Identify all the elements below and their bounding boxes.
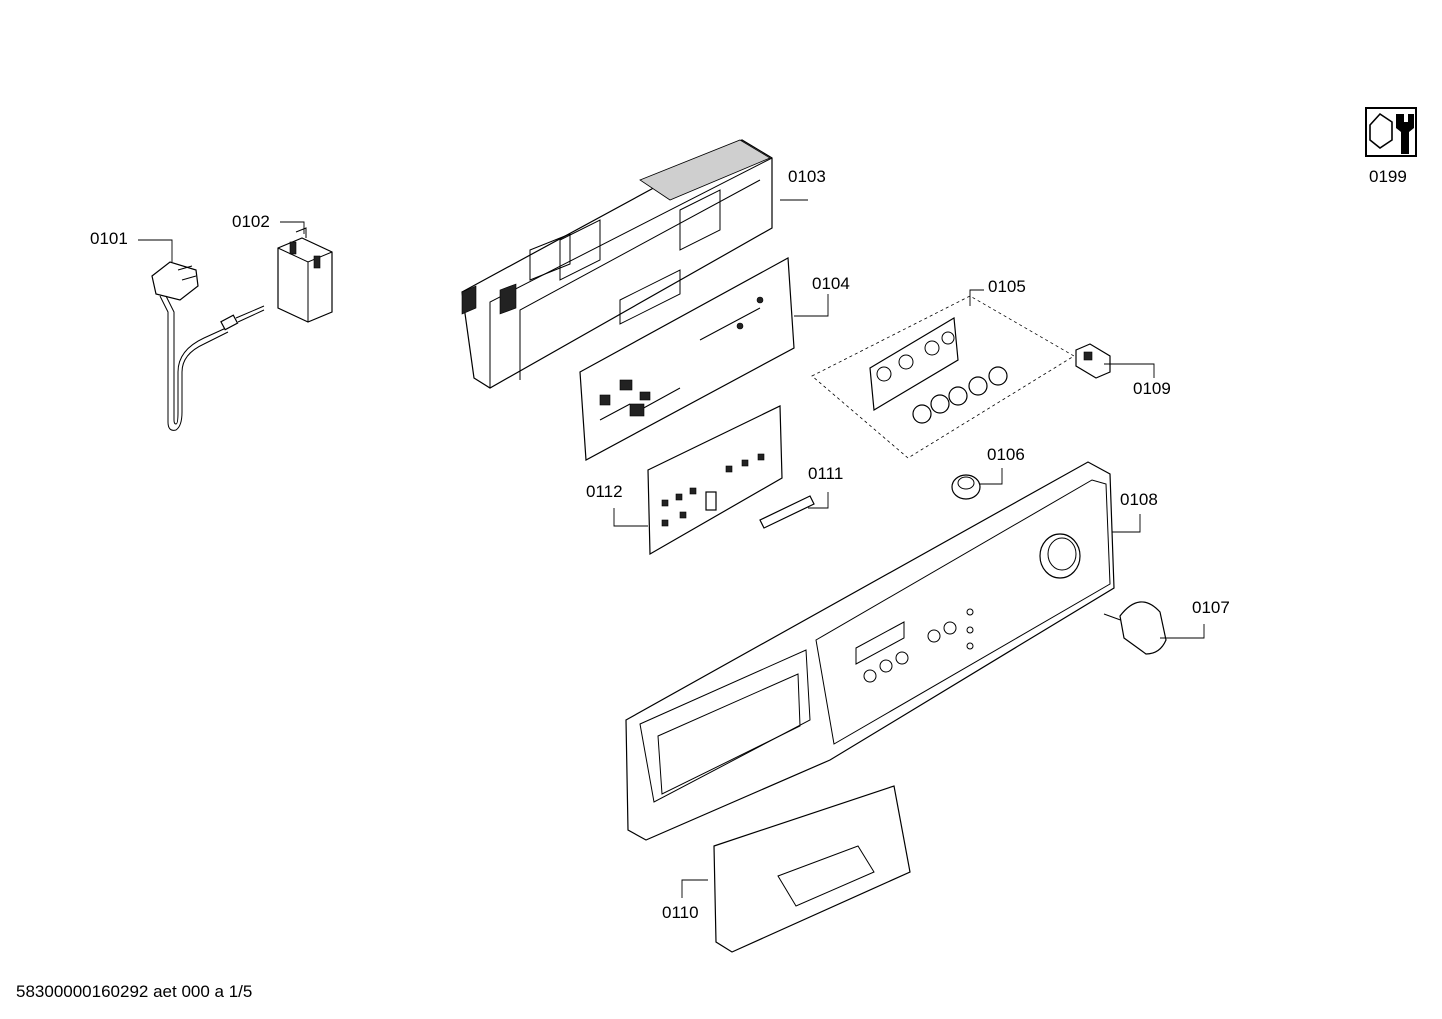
part-label-0107: 0107 bbox=[1192, 598, 1230, 617]
part-label-0102: 0102 bbox=[232, 212, 270, 231]
part-label-0101: 0101 bbox=[90, 229, 128, 248]
part-label-0110: 0110 bbox=[662, 903, 699, 922]
part-label-0199: 0199 bbox=[1369, 167, 1407, 186]
light-guide-part bbox=[759, 495, 815, 529]
power-cord-part bbox=[151, 261, 265, 431]
part-label-0106: 0106 bbox=[987, 445, 1025, 464]
selector-board-group bbox=[811, 295, 1075, 459]
dispenser-handle-part bbox=[713, 785, 911, 953]
bracket-part bbox=[1075, 343, 1111, 379]
suppression-filter-part bbox=[277, 227, 333, 323]
main-pcb-part bbox=[579, 257, 795, 461]
control-panel-fascia-part bbox=[625, 461, 1115, 841]
lamp-holder-part bbox=[951, 474, 981, 500]
part-label-0109: 0109 bbox=[1133, 379, 1171, 398]
control-housing-part bbox=[461, 139, 773, 389]
part-label-0105: 0105 bbox=[988, 277, 1026, 296]
part-label-0104: 0104 bbox=[812, 274, 850, 293]
leader-lines bbox=[138, 199, 1205, 898]
part-label-0112: 0112 bbox=[586, 482, 623, 501]
program-knob-part bbox=[1103, 601, 1167, 655]
document-footer-id: 58300000160292 aet 000 a 1/5 bbox=[16, 982, 253, 1001]
part-label-0103: 0103 bbox=[788, 167, 826, 186]
part-label-0108: 0108 bbox=[1120, 490, 1158, 509]
part-label-0111: 0111 bbox=[808, 464, 844, 483]
wrench-nut-icon bbox=[1365, 107, 1417, 157]
display-pcb-part bbox=[647, 405, 783, 556]
